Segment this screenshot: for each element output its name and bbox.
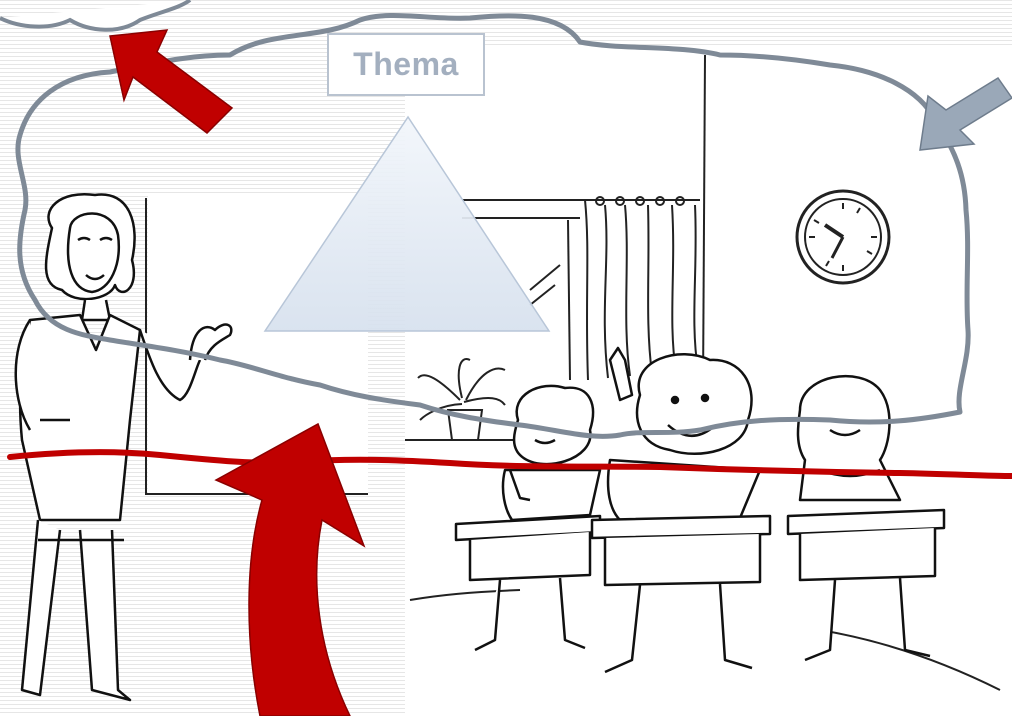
student-right bbox=[798, 376, 900, 500]
red-arrow-up-left bbox=[110, 30, 232, 133]
wall-clock bbox=[797, 191, 889, 283]
school-desks bbox=[456, 510, 944, 672]
potted-plant bbox=[405, 359, 520, 440]
student-left bbox=[503, 386, 600, 520]
small-cloud-outline bbox=[0, 0, 190, 30]
grey-arrow-down-left bbox=[920, 78, 1012, 150]
theme-triangle bbox=[265, 117, 549, 331]
red-curved-arrow bbox=[216, 424, 364, 716]
theme-label-box: Thema bbox=[327, 33, 485, 96]
teacher bbox=[16, 194, 232, 700]
theme-label: Thema bbox=[353, 46, 459, 83]
